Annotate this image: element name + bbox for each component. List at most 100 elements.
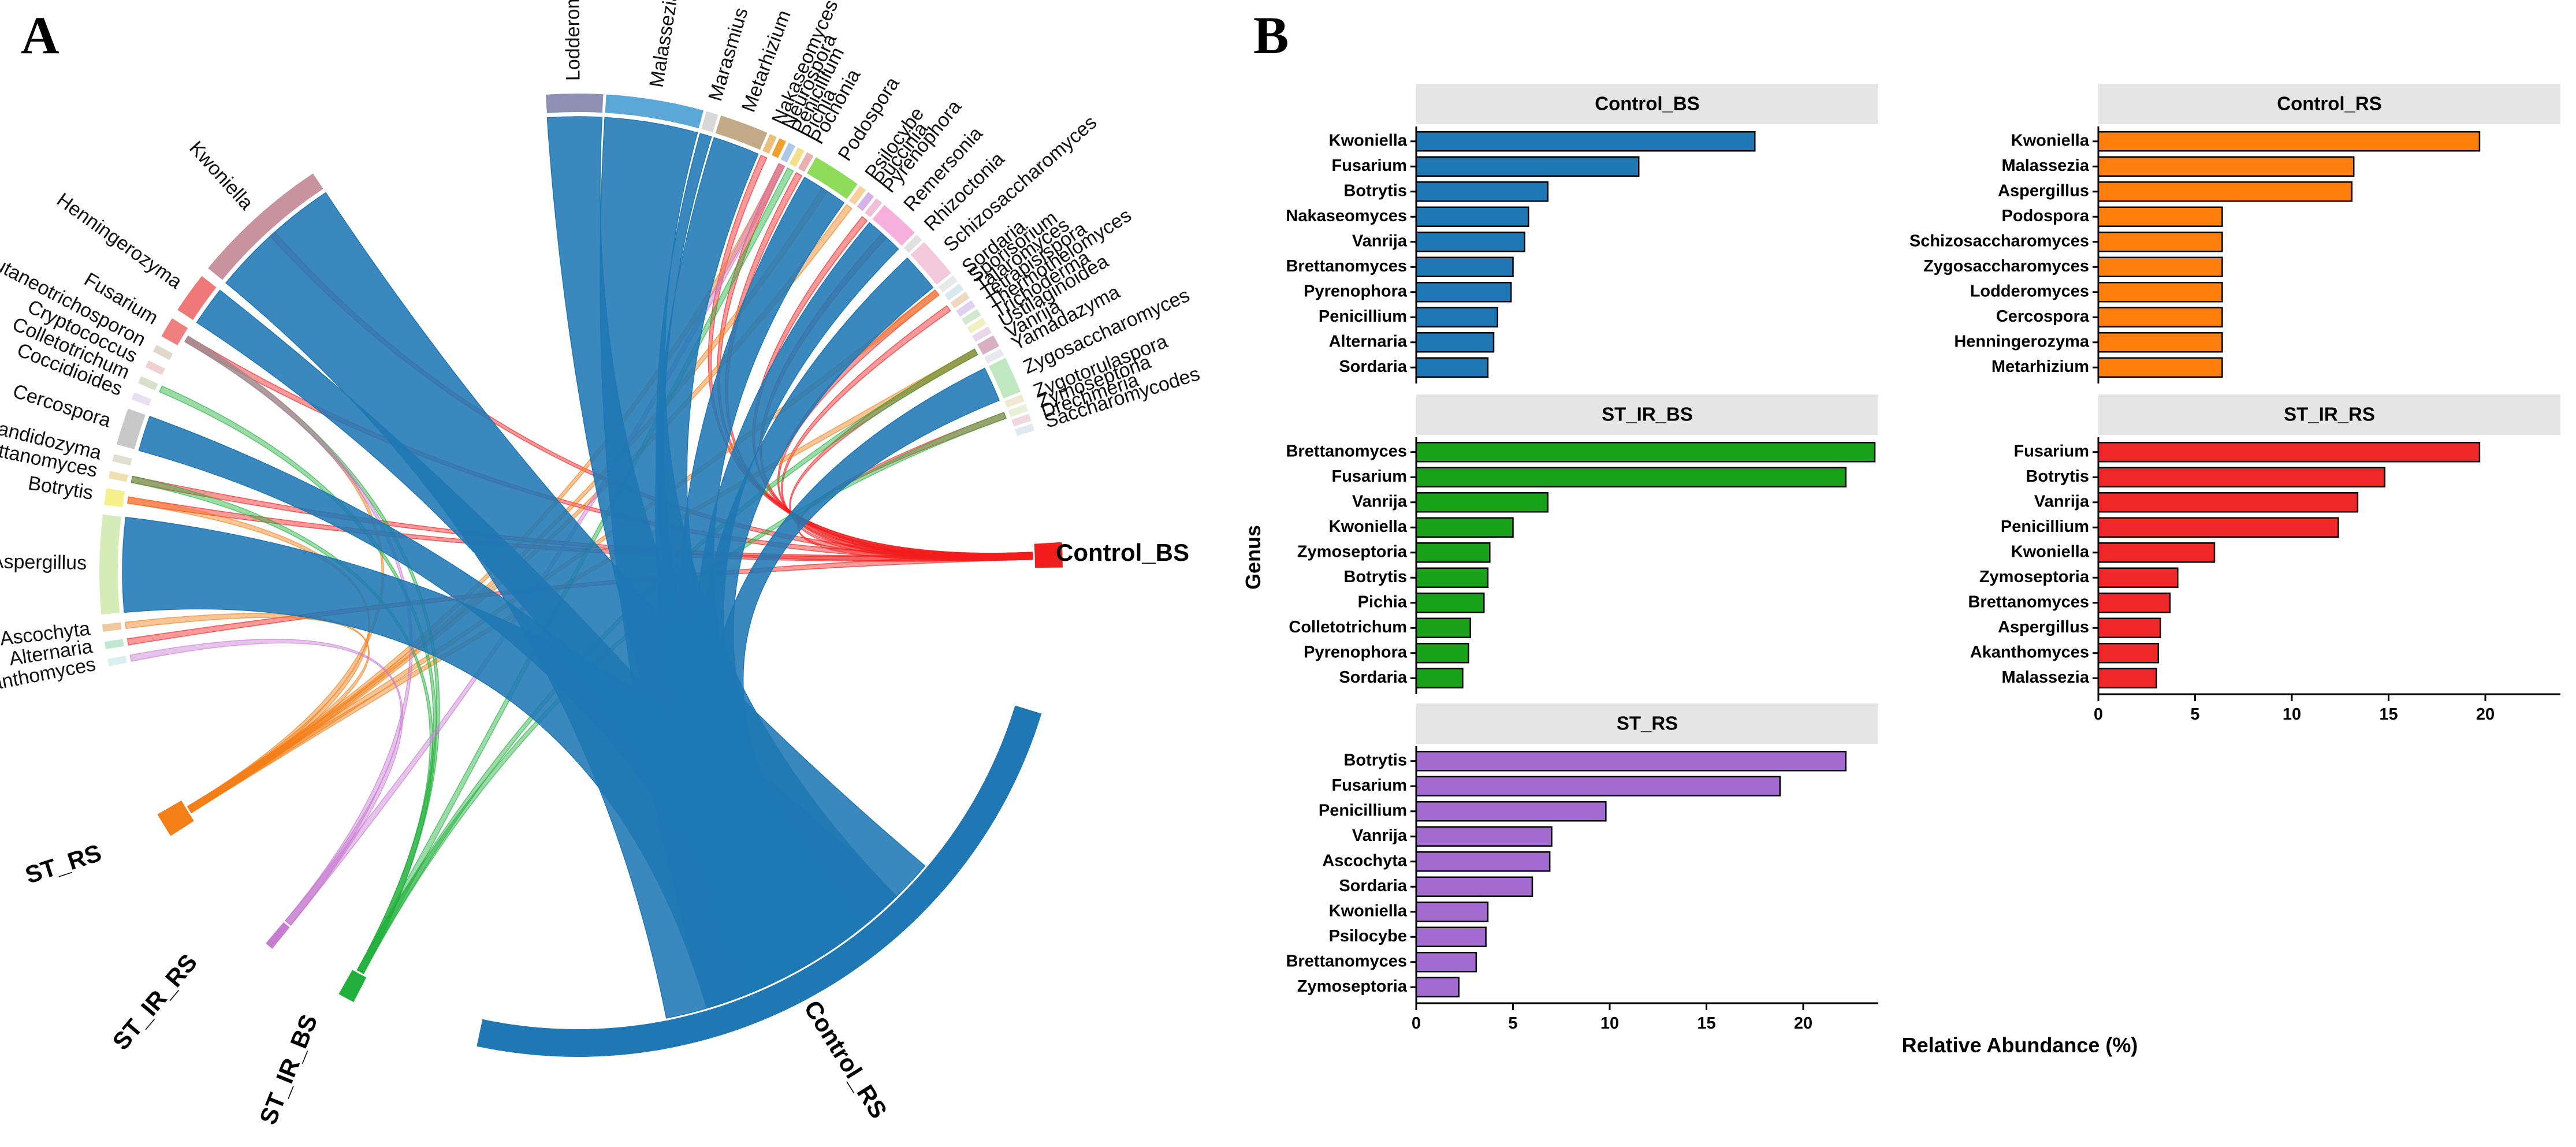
category-label-pichia: Pichia: [1358, 593, 1408, 611]
genus-arc-thermothelomyces: [961, 308, 981, 325]
genus-arc-zygosaccharomyces: [988, 357, 1021, 399]
category-label-zymoseptoria: Zymoseptoria: [1297, 542, 1408, 561]
category-label-brettanomyces: Brettanomyces: [1286, 442, 1407, 460]
genus-arc-colletotrichum: [138, 376, 158, 390]
sample-label-st-ir-bs: ST_IR_BS: [254, 1011, 323, 1129]
genus-arc-metarhizium: [715, 116, 768, 150]
bar-fusarium: [2097, 442, 2481, 463]
sample-arc-control-rs: [477, 705, 1042, 1057]
panel-strip: [2098, 394, 2560, 435]
category-label-kwoniella: Kwoniella: [2011, 542, 2090, 561]
genus-arc-puccinia: [857, 192, 874, 211]
bar-malassezia: [2097, 156, 2355, 177]
bar-vanrija: [1415, 492, 1549, 513]
genus-arc-talaromyces: [950, 292, 970, 309]
category-label-penicillium: Penicillium: [2001, 517, 2089, 536]
category-label-brettanomyces: Brettanomyces: [1968, 593, 2089, 611]
x-tick-label: 20: [2476, 705, 2495, 724]
genus-arc-drechmeria: [1011, 414, 1032, 427]
genus-arc-schizosaccharomyces: [910, 242, 951, 285]
genus-arc-kwoniella: [208, 173, 323, 280]
category-label-pyrenophora: Pyrenophora: [1304, 282, 1408, 300]
bar-panel-control-rs: Control_RSKwoniellaMalasseziaAspergillus…: [1909, 84, 2560, 383]
bar-panel-st-ir-bs: ST_IR_BSBrettanomycesFusariumVanrijaKwon…: [1286, 394, 1878, 694]
bar-sordaria: [1415, 357, 1489, 378]
bar-penicillium: [2097, 517, 2339, 538]
category-label-fusarium: Fusarium: [1331, 467, 1407, 486]
x-tick-label: 20: [1794, 1014, 1812, 1033]
bar-penicillium: [1415, 801, 1607, 822]
bar-kwoniella: [1415, 902, 1489, 922]
genus-arc-neurospora: [771, 138, 786, 158]
genus-arc-pyrenophora: [865, 198, 883, 218]
bar-fusarium: [1415, 776, 1781, 796]
bar-zymoseptoria: [1415, 542, 1491, 563]
chord-arcs: [99, 93, 1063, 1057]
bar-nakaseomyces: [1415, 206, 1529, 227]
category-label-henningerozyma: Henningerozyma: [1954, 332, 2090, 351]
bar-aspergillus: [2097, 617, 2161, 638]
bar-sordaria: [1415, 668, 1464, 688]
genus-arc-akanthomyces: [107, 656, 127, 666]
x-tick-label: 15: [1697, 1014, 1715, 1033]
category-label-kwoniella: Kwoniella: [2011, 131, 2090, 150]
genus-arc-cryptococcus: [145, 360, 165, 375]
category-label-vanrija: Vanrija: [1352, 826, 1408, 845]
bar-vanrija: [1415, 826, 1553, 847]
category-label-ascochyta: Ascochyta: [1322, 851, 1408, 870]
category-label-penicillium: Penicillium: [1319, 307, 1407, 326]
genus-arc-tetrapisispora: [956, 300, 976, 317]
genus-arc-candidozyma: [112, 454, 132, 466]
category-label-akanthomyces: Akanthomyces: [1970, 643, 2089, 661]
panel-strip: [1416, 394, 1878, 435]
genus-arc-zygotorulaspora: [1004, 394, 1025, 408]
ribbon-aspergillus-control-rs: [122, 516, 898, 1009]
genus-arc-lodderomyces: [545, 93, 604, 113]
category-label-metarhizium: Metarhizium: [1991, 357, 2089, 376]
category-label-malassezia: Malassezia: [2001, 668, 2089, 687]
genus-arc-saccharomycodes: [1014, 423, 1035, 436]
bar-panel-st-rs: ST_RSBotrytisFusariumPenicilliumVanrijaA…: [1286, 703, 1878, 1033]
genus-arc-remersonia: [872, 204, 915, 246]
category-label-zymoseptoria: Zymoseptoria: [1297, 977, 1408, 996]
ribbon-remersonia-control-rs: [693, 222, 899, 985]
category-label-psilocybe: Psilocybe: [1329, 927, 1407, 945]
category-label-zymoseptoria: Zymoseptoria: [1979, 568, 2090, 586]
sample-label-control-bs: Control_BS: [1056, 539, 1189, 566]
genus-arc-marasmius: [701, 111, 719, 133]
sample-label-st-ir-rs: ST_IR_RS: [107, 949, 202, 1055]
category-label-colletotrichum: Colletotrichum: [1289, 618, 1407, 636]
genus-arc-psilocybe: [848, 185, 866, 205]
bar-botrytis: [1415, 751, 1847, 772]
category-label-kwoniella: Kwoniella: [1329, 517, 1408, 536]
bar-cercospora: [2097, 307, 2223, 327]
x-tick-label: 5: [1508, 1014, 1517, 1033]
genus-arc-yamadazyma: [984, 348, 1004, 364]
bar-colletotrichum: [1415, 617, 1472, 638]
panel-strip: [1416, 703, 1878, 744]
chord-ribbons: [122, 116, 1033, 1019]
panel-title: Control_BS: [1595, 93, 1700, 114]
genus-label-kwoniella: Kwoniella: [185, 137, 258, 214]
category-label-kwoniella: Kwoniella: [1329, 131, 1408, 150]
x-axis-title: Relative Abundance (%): [1902, 1033, 2138, 1057]
genus-label-lodderomyces: Lodderomyces: [561, 0, 584, 81]
panel-title: ST_IR_RS: [2284, 404, 2375, 425]
genus-arc-pichia: [789, 147, 805, 167]
bar-aspergillus: [2097, 181, 2353, 202]
genus-arc-pochonia: [798, 152, 814, 172]
bar-kwoniella: [1415, 517, 1514, 538]
genus-label-malassezia: Malassezia: [645, 0, 683, 89]
bar-botrytis: [1415, 181, 1549, 202]
bar-brettanomyces: [1415, 952, 1477, 973]
bar-botrytis: [1415, 567, 1489, 588]
genus-arc-brettanomyces: [108, 471, 128, 482]
category-label-aspergillus: Aspergillus: [1998, 618, 2089, 636]
category-label-alternaria: Alternaria: [1329, 332, 1408, 351]
panel-strip: [2098, 84, 2560, 124]
sample-arc-st-rs: [157, 800, 194, 836]
genus-arc-zymoseptoria: [1008, 404, 1028, 418]
bar-zymoseptoria: [2097, 567, 2179, 588]
bar-vanrija: [1415, 232, 1525, 252]
